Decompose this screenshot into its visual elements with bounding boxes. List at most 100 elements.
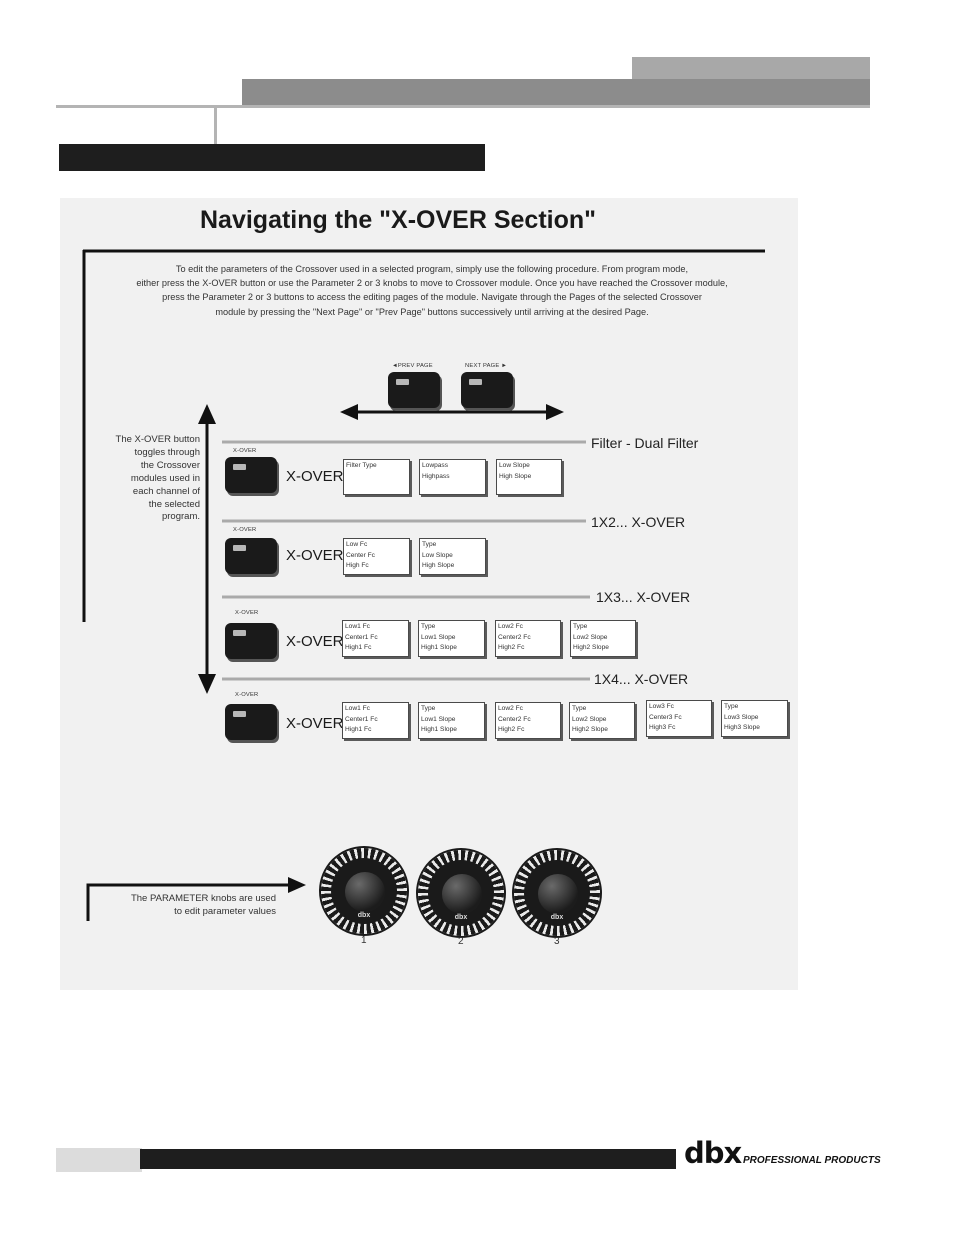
page-box: Low3 Fc Center3 Fc High3 Fc (646, 700, 712, 737)
page-box: Low Fc Center Fc High Fc (343, 538, 410, 575)
page-line: Lowpass (422, 462, 449, 469)
side-note-line: program. (161, 511, 200, 523)
parameter-knob-1[interactable]: dbx (321, 848, 407, 934)
page-line: High1 Slope (421, 726, 457, 733)
page-box: Lowpass Highpass (419, 459, 486, 495)
page-line: Center3 Fc (649, 713, 682, 721)
page-line: Type (573, 623, 588, 630)
page-line: High Fc (346, 562, 369, 569)
side-note-line: the selected (148, 498, 200, 510)
header-bar (242, 79, 870, 105)
prev-page-caption: ◄PREV PAGE (392, 363, 433, 369)
page-box: Low1 Fc Center1 Fc High1 Fc (342, 702, 409, 739)
page-line: High Slope (422, 562, 455, 569)
side-note-line: each channel of (132, 485, 200, 497)
row-label-1x3: 1X3... X-OVER (596, 589, 691, 605)
page-box: Low2 Fc Center2 Fc High2 Fc (495, 620, 561, 657)
prev-page-button[interactable] (388, 372, 440, 408)
page-line: High2 Fc (498, 644, 525, 651)
footer-page-tab (56, 1148, 142, 1172)
page-line: High2 Slope (572, 726, 608, 733)
page-line: High2 Fc (498, 726, 525, 733)
xover-button[interactable] (225, 538, 277, 574)
page-line: High3 Slope (724, 724, 760, 731)
row-label-filter: Filter - Dual Filter (591, 435, 699, 451)
page-line: Low3 Slope (724, 713, 759, 721)
page-line: High2 Slope (573, 644, 609, 651)
xover-button[interactable] (225, 623, 277, 659)
page-line: Low2 Fc (498, 705, 523, 712)
page-line: Low Slope (422, 551, 453, 559)
page-box: Type Low1 Slope High1 Slope (418, 620, 485, 657)
dbx-logo: dbx (684, 1136, 742, 1170)
knob-note-line: The PARAMETER knobs are used (130, 893, 276, 904)
knob-brand: dbx (454, 914, 468, 921)
page-line: Type (422, 541, 437, 548)
parameter-knob-3[interactable]: dbx (514, 850, 600, 936)
row-label-1x2: 1X2... X-OVER (591, 514, 686, 530)
page-line: Low1 Fc (345, 705, 370, 712)
xover-label: X-OVER (286, 547, 344, 564)
xover-button-caption: X-OVER (235, 692, 259, 698)
page-line: Low Slope (499, 462, 530, 469)
intro-text: To edit the parameters of the Crossover … (100, 262, 764, 319)
intro-line: press the Parameter 2 or 3 buttons to ac… (162, 292, 702, 303)
page-box: Filter Type (343, 459, 410, 495)
side-note-line: the Crossover (140, 459, 200, 471)
page-line: Low3 Fc (649, 703, 674, 710)
page-box: Type Low Slope High Slope (419, 538, 486, 575)
page-line: Center2 Fc (498, 715, 531, 723)
page-line: High3 Fc (649, 724, 676, 731)
row-label-1x4: 1X4... X-OVER (594, 671, 689, 687)
page-line: Low2 Slope (572, 715, 607, 723)
xover-button-caption: X-OVER (233, 448, 257, 454)
knob-note-line: to edit parameter values (174, 906, 276, 917)
header-tab (632, 57, 870, 82)
knob-number: 3 (554, 936, 560, 947)
page-line: Low1 Slope (421, 715, 456, 723)
page-line: Low1 Fc (345, 623, 370, 630)
side-note-line: modules used in (130, 472, 200, 484)
page-line: High Slope (499, 472, 532, 480)
page-line: High1 Fc (345, 644, 372, 651)
page-line: Center1 Fc (345, 715, 378, 723)
knob-note: The PARAMETER knobs are used to edit par… (92, 892, 276, 918)
page-line: Filter Type (346, 462, 377, 469)
intro-line: module by pressing the "Next Page" or "P… (215, 306, 649, 317)
page-line: Low2 Slope (573, 633, 608, 641)
knob-brand: dbx (550, 914, 564, 921)
header-rule (56, 105, 870, 108)
footer-bar (140, 1149, 676, 1169)
intro-line: either press the X-OVER button or use th… (136, 278, 728, 289)
xover-button[interactable] (225, 457, 277, 493)
page-line: High1 Fc (345, 726, 372, 733)
page-box: Type Low2 Slope High2 Slope (570, 620, 636, 657)
knob-brand: dbx (357, 912, 371, 919)
side-note-line: toggles through (134, 446, 201, 458)
page-line: Center Fc (346, 551, 375, 559)
page-box: Low Slope High Slope (496, 459, 562, 495)
xover-label: X-OVER (286, 633, 344, 650)
next-page-caption: NEXT PAGE ► (465, 363, 508, 369)
xover-button-caption: X-OVER (235, 610, 259, 616)
page-line: Low1 Slope (421, 633, 456, 641)
intro-line: To edit the parameters of the Crossover … (175, 264, 689, 274)
page-box: Type Low3 Slope High3 Slope (721, 700, 788, 737)
next-page-button[interactable] (461, 372, 513, 408)
xover-side-note: The X-OVER button toggles through the Cr… (92, 434, 200, 524)
figure-title: Navigating the "X-OVER Section" (200, 206, 596, 234)
page-line: Low Fc (346, 541, 368, 548)
page-line: Center1 Fc (345, 633, 378, 641)
page-line: Type (572, 705, 587, 712)
parameter-knob-2[interactable]: dbx (418, 850, 504, 936)
page-box: Type Low1 Slope High1 Slope (418, 702, 485, 739)
xover-label: X-OVER (286, 468, 344, 485)
page-box: Low1 Fc Center1 Fc High1 Fc (342, 620, 409, 657)
header-divider (214, 108, 217, 144)
xover-label: X-OVER (286, 715, 344, 732)
page-line: Type (421, 623, 436, 630)
page-line: Type (421, 705, 436, 712)
knob-number: 1 (361, 935, 367, 946)
section-heading-bar (59, 144, 485, 171)
xover-button[interactable] (225, 704, 277, 740)
